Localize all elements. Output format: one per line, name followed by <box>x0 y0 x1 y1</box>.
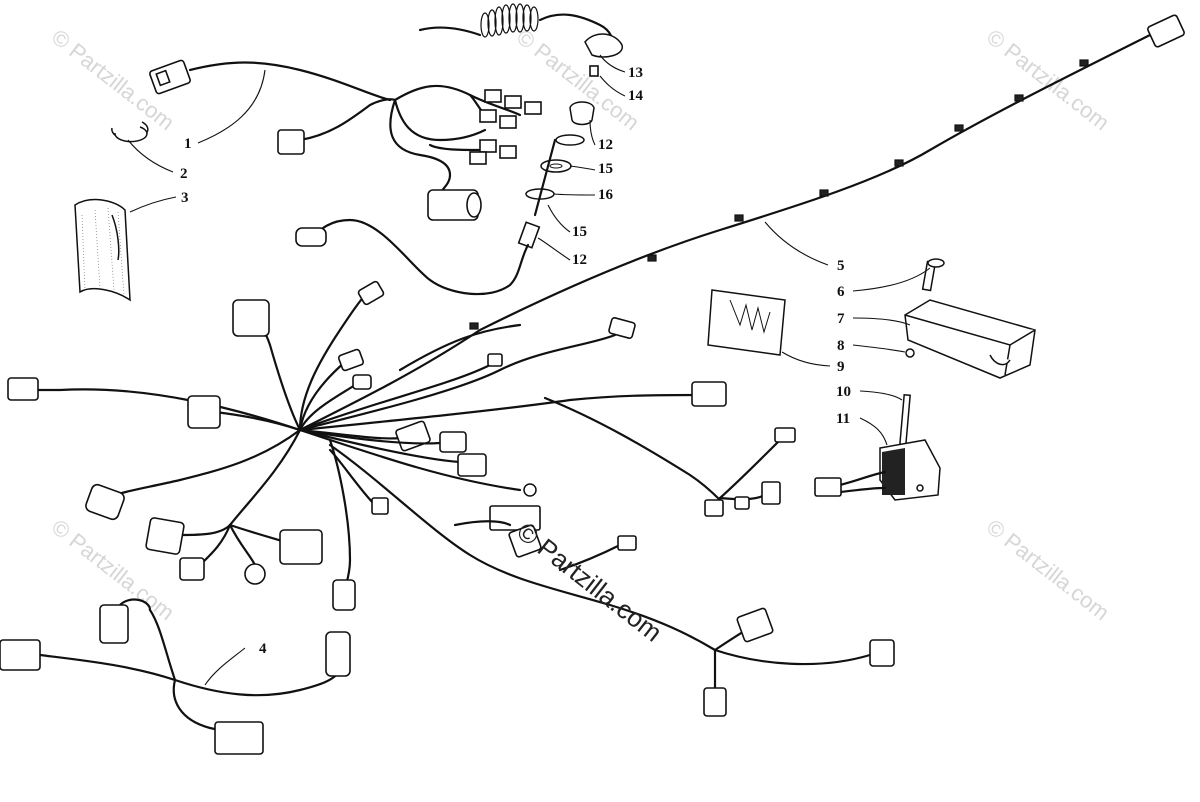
callout-7: 7 <box>837 311 845 327</box>
split-ring-2 <box>111 121 149 143</box>
callout-14: 14 <box>628 88 644 104</box>
callout-3: 3 <box>181 190 189 206</box>
callout-8: 8 <box>837 338 845 354</box>
callout-15-upper: 15 <box>598 161 613 177</box>
sub-harness-4 <box>0 598 351 755</box>
callout-12-upper: 12 <box>598 137 613 153</box>
watermark-center: © Partzilla.com <box>511 516 668 648</box>
callout-6: 6 <box>837 284 845 300</box>
module-parts <box>707 258 1036 501</box>
callout-4: 4 <box>259 641 267 657</box>
callout-11: 11 <box>836 411 850 427</box>
tether-switch-assembly <box>295 3 623 296</box>
callout-1: 1 <box>184 136 192 152</box>
watermark-bottom-right: © Partzilla.com <box>982 514 1114 625</box>
leader-lines <box>127 54 931 686</box>
sub-harness-1 <box>149 59 542 221</box>
callout-5: 5 <box>837 258 845 274</box>
callout-12-lower: 12 <box>572 252 587 268</box>
callout-16: 16 <box>598 187 614 203</box>
watermark-top-right: © Partzilla.com <box>982 24 1114 135</box>
callout-10: 10 <box>836 384 851 400</box>
callout-labels: 1 2 3 4 5 6 7 8 9 10 11 12 12 13 14 15 1… <box>180 65 851 657</box>
callout-2: 2 <box>180 166 188 182</box>
callout-9: 9 <box>837 359 845 375</box>
main-harness <box>7 14 1185 717</box>
protective-sleeve-3 <box>74 198 131 302</box>
callout-15-lower: 15 <box>572 224 587 240</box>
callout-13: 13 <box>628 65 643 81</box>
